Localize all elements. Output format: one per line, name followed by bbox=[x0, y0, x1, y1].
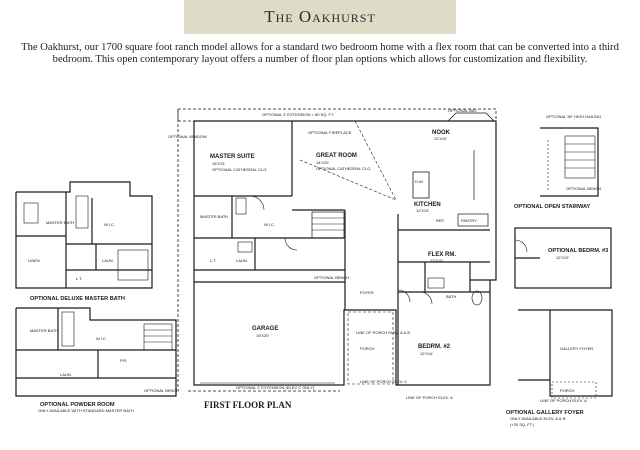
gallery-foyer-area: (+30 SQ. FT.) bbox=[510, 422, 535, 427]
porch-label: PORCH bbox=[360, 346, 375, 351]
deluxe-bath-inset bbox=[15, 181, 153, 289]
deluxe-bath-caption: OPTIONAL DELUXE MASTER BATH bbox=[30, 296, 125, 302]
nook-label: NOOK bbox=[432, 130, 451, 136]
gallery-porch-label: PORCH bbox=[560, 388, 575, 393]
flex-room-label: FLEX RM. bbox=[428, 252, 456, 258]
optional-bench-label: OPTIONAL BENCH bbox=[314, 275, 349, 280]
optional-fireplace-label: OPTIONAL FIREPLACE bbox=[308, 130, 352, 135]
kitchen-label: KITCHEN bbox=[414, 202, 441, 208]
bedroom2-label: BEDRM. #2 bbox=[418, 344, 451, 350]
great-room-note: OPTIONAL CATHEDRAL CLG. bbox=[316, 166, 371, 171]
lt-label: L.T. bbox=[210, 258, 216, 263]
laundry-label: LAUN. bbox=[236, 258, 248, 263]
powder-wic-label: W.I.C. bbox=[96, 336, 107, 341]
powder-bench-label: OPTIONAL BENCH bbox=[144, 388, 179, 393]
bath-label: BATH bbox=[446, 294, 456, 299]
pantry-label: PANTRY bbox=[461, 218, 477, 223]
optional-window-label: OPTIONAL WINDOW bbox=[168, 134, 207, 139]
master-suite-label: MASTER SUITE bbox=[210, 154, 255, 160]
flex-room-size: 12'X10' bbox=[430, 258, 443, 263]
powder-laundry-label: LAUN. bbox=[60, 372, 72, 377]
bay-label: OPTIONAL BAY bbox=[448, 108, 477, 113]
garage-label: GARAGE bbox=[252, 326, 278, 332]
gallery-foyer-subcaption: ONLY AVAILABLE ELEV. A & B bbox=[510, 416, 566, 421]
powder-room-inset bbox=[15, 307, 177, 397]
master-suite-note: OPTIONAL CATHEDRAL CLG. bbox=[212, 167, 267, 172]
deluxe-laundry-label: LAUN. bbox=[102, 258, 114, 263]
stairway-bench-label: OPTIONAL BENCH bbox=[566, 186, 601, 191]
title-banner: The Oakhurst bbox=[184, 0, 456, 34]
powder-pr-label: P.R. bbox=[120, 358, 127, 363]
gallery-foyer-room-label: GALLERY FOYER bbox=[560, 346, 593, 351]
open-stairway-inset bbox=[540, 127, 599, 197]
bedroom2-size: 12'X14' bbox=[420, 351, 433, 356]
line-of-porch-a-label: LINE OF PORCH ELEV. A bbox=[406, 395, 453, 400]
gallery-foyer-caption: OPTIONAL GALLERY FOYER bbox=[506, 410, 584, 416]
bedroom3-caption: OPTIONAL BEDRM. #3 bbox=[548, 248, 608, 254]
deluxe-lt-label: L.T. bbox=[76, 276, 82, 281]
ref-label: REF. bbox=[436, 218, 445, 223]
gallery-foyer-inset bbox=[518, 309, 613, 399]
deluxe-wic-label: W.I.C. bbox=[104, 222, 115, 227]
stairway-railing-note: OPTIONAL 36" HIGH RAILING bbox=[546, 114, 601, 119]
deluxe-master-bath-label: MASTER BATH bbox=[46, 220, 74, 225]
bedroom3-inset bbox=[514, 227, 612, 289]
line-of-porch-c-label: LINE OF PORCH ELEV. C bbox=[360, 379, 407, 384]
master-bath-label: MASTER BATH bbox=[200, 214, 228, 219]
line-of-porch-ab-label: LINE OF PORCH ELEV. A & B bbox=[356, 330, 410, 335]
top-extension-label: OPTIONAL 2' EXTENSION = 80 SQ. FT. bbox=[262, 112, 334, 117]
bedroom3-size: 12'X10' bbox=[556, 255, 569, 260]
nook-size: 12'X10' bbox=[434, 136, 447, 141]
powder-master-bath-label: MASTER BATH bbox=[30, 328, 58, 333]
foyer-label: FOYER bbox=[360, 290, 374, 295]
garage-size: 19'X20' bbox=[256, 333, 269, 338]
great-room-label: GREAT ROOM bbox=[316, 153, 357, 159]
deluxe-linen-label: LINEN bbox=[28, 258, 40, 263]
open-stairway-caption: OPTIONAL OPEN STAIRWAY bbox=[514, 204, 591, 210]
first-floor-plan-caption: FIRST FLOOR PLAN bbox=[204, 400, 292, 410]
powder-room-caption: OPTIONAL POWDER ROOM bbox=[40, 402, 115, 408]
page-title: The Oakhurst bbox=[264, 7, 376, 26]
master-suite-size: 15'X13' bbox=[212, 161, 225, 166]
bottom-extension-label: OPTIONAL 2' EXTENSION (ELEV C ONLY) bbox=[236, 385, 315, 390]
kitchen-size: 12'X13' bbox=[416, 208, 429, 213]
wic-label: W.I.C. bbox=[264, 222, 275, 227]
great-room-size: 14'X20' bbox=[316, 160, 329, 165]
main-plan-walls bbox=[177, 108, 497, 392]
gallery-line-of-porch-label: LINE OF PORCH ELEV. A bbox=[540, 398, 587, 403]
intro-paragraph: The Oakhurst, our 1700 square foot ranch… bbox=[21, 42, 619, 65]
powder-room-subcaption: ONLY AVAILABLE WITH STANDARD MASTER BATH bbox=[38, 408, 134, 413]
dw-label: D.W. bbox=[415, 179, 424, 184]
